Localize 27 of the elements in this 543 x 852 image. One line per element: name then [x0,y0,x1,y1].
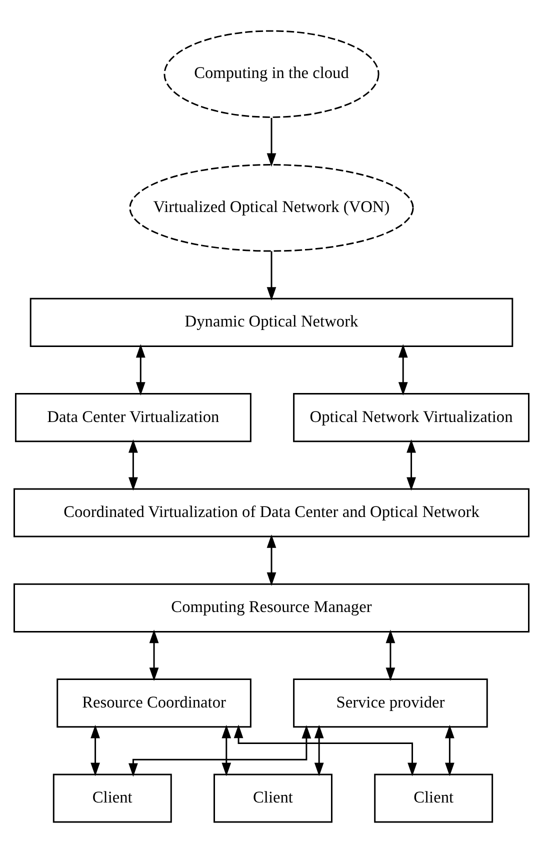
node-box: Data Center Virtualization [14,392,252,442]
node-ellipse: Virtualized Optical Network (VON) [129,164,414,252]
arrow [386,629,396,680]
arrow [128,724,312,776]
node-box: Resource Coordinator [56,678,252,728]
arrow [314,724,324,776]
node-box: Client [374,773,494,822]
arrow [149,629,159,680]
arrow [136,344,146,395]
arrow [398,344,408,395]
arrow [90,724,100,776]
arrow [266,250,276,300]
arrow [266,534,276,586]
node-box: Coordinated Virtualization of Data Center and Optical Network [14,488,530,537]
arrow [266,117,276,166]
arrow [128,438,138,490]
node-box: Client [214,773,332,822]
arrow [445,724,454,776]
node-box: Optical Network Virtualization [293,392,530,442]
node-box: Computing Resource Manager [14,582,530,632]
node-ellipse: Computing in the cloud [164,30,380,118]
node-box: Client [52,773,172,822]
arrow [234,724,417,776]
node-box: Dynamic Optical Network [30,297,514,346]
node-box: Service provider [293,678,488,728]
arrow [406,438,416,490]
arrow [222,724,232,776]
